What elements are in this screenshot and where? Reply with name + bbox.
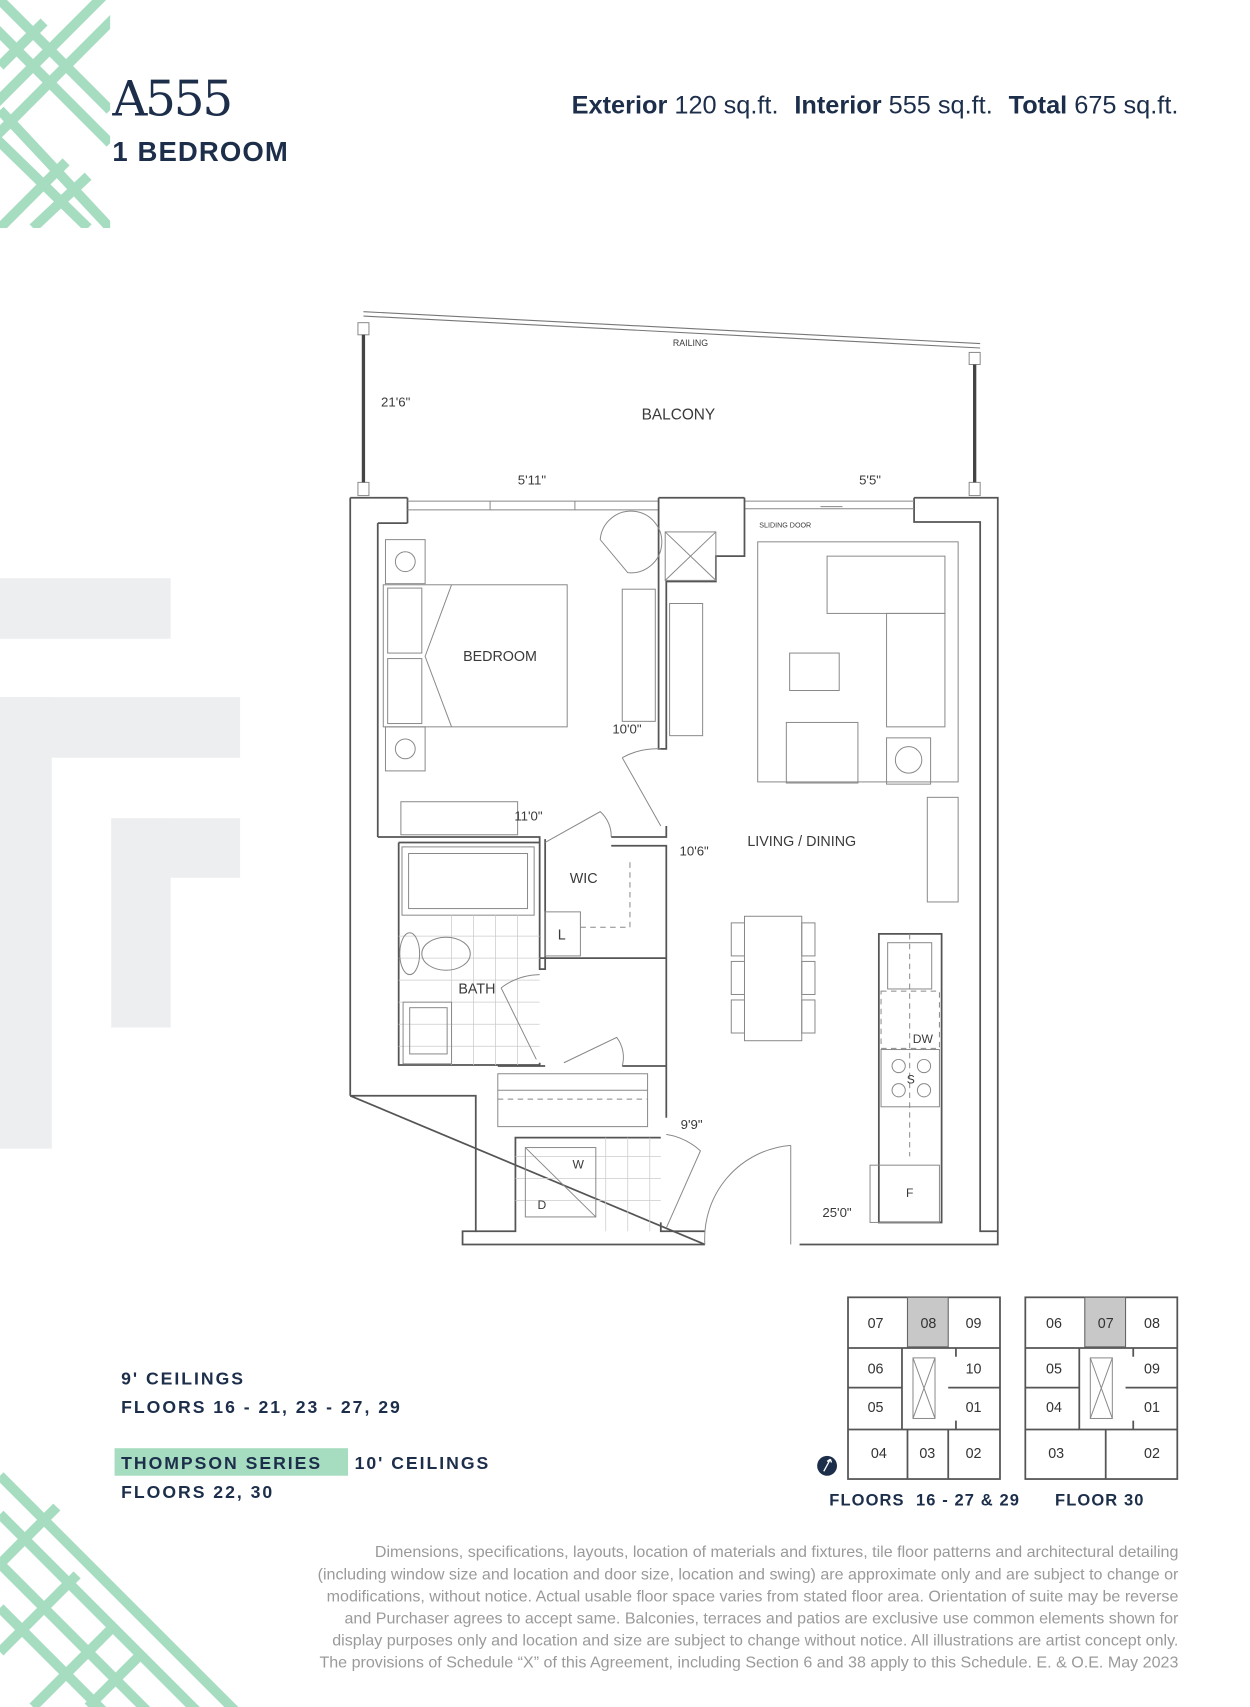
floor-plan: RAILING BALCONY 21'6" 5'11" 5'5" SLIDING…	[349, 311, 999, 1246]
unit-05: 05	[1046, 1361, 1062, 1377]
series-badge-bg	[114, 1448, 349, 1476]
railing-label: RAILING	[673, 338, 708, 348]
decorative-grey-blocks	[0, 578, 241, 1149]
bedroom-door	[621, 748, 662, 827]
area-summary: Exterior 120 sq.ft. Interior 555 sq.ft. …	[572, 91, 1179, 119]
unit-10: 10	[966, 1361, 982, 1377]
compass-north-icon	[817, 1455, 837, 1476]
unit-04: 04	[1046, 1400, 1062, 1416]
dim-living-width2: 10'6"	[680, 844, 710, 859]
disclaimer: Dimensions, specifications, layouts, loc…	[318, 1543, 1179, 1671]
interior-label: Interior	[794, 91, 881, 119]
unit-02: 02	[1144, 1446, 1160, 1462]
balcony-label: BALCONY	[642, 407, 716, 424]
decorative-stripes-top	[0, 0, 111, 228]
sliding-door	[744, 500, 915, 510]
unit-06: 06	[1046, 1316, 1062, 1332]
disclaimer-line: and Purchaser agrees to accept same. Bal…	[344, 1609, 1179, 1627]
disclaimer-line: Dimensions, specifications, layouts, loc…	[375, 1543, 1179, 1561]
storage-door	[563, 1036, 624, 1067]
exterior-value: 120 sq.ft.	[674, 91, 778, 119]
laundry	[515, 1137, 661, 1232]
dim-bedroom-length: 11'0"	[514, 808, 543, 823]
dim-balcony-depth: 21'6"	[381, 394, 411, 409]
series-ceiling: 10' CEILINGS	[355, 1453, 491, 1473]
unit-07: 07	[868, 1316, 884, 1332]
washer-label: W	[572, 1157, 584, 1171]
decorative-stripes-bottom	[0, 1472, 246, 1707]
model-name: A555	[111, 72, 231, 128]
dryer-label: D	[537, 1198, 546, 1212]
stove-label: S	[907, 1073, 915, 1087]
fridge-label: F	[906, 1186, 913, 1200]
unit-03: 03	[919, 1446, 935, 1462]
bath-door	[500, 974, 540, 1060]
dim-living-width: 5'5"	[859, 473, 881, 488]
unit-03: 03	[1048, 1446, 1064, 1462]
entry-door	[704, 1144, 792, 1245]
sliding-door-label: SLIDING DOOR	[759, 522, 811, 530]
unit-08: 08	[1144, 1316, 1160, 1332]
exterior-wall	[349, 496, 999, 1246]
keyplan-caption: FLOORS 16 - 27 & 29	[829, 1491, 1020, 1509]
bathroom-fixtures	[398, 846, 540, 1065]
disclaimer-line: (including window size and location and …	[318, 1565, 1179, 1583]
keyplan-floor-30: 06 07 08 05 09 04 01 03 02 FLOOR 30	[1024, 1296, 1179, 1509]
series-floors: FLOORS 22, 30	[121, 1482, 274, 1502]
unit-09: 09	[1144, 1361, 1160, 1377]
interior-walls	[377, 497, 943, 1233]
living-dining-label: LIVING / DINING	[747, 834, 856, 850]
dim-bedroom-depth: 10'0"	[612, 721, 642, 736]
dim-bedroom-width: 5'11"	[518, 473, 547, 488]
living-furniture	[669, 541, 959, 1042]
disclaimer-line: The provisions of Schedule “X” of this A…	[319, 1653, 1178, 1671]
ceiling-specs: 9' CEILINGS FLOORS 16 - 21, 23 - 27, 29 …	[114, 1368, 491, 1502]
wic-label: WIC	[570, 871, 598, 887]
shaft	[664, 531, 717, 581]
standard-floors: FLOORS 16 - 21, 23 - 27, 29	[121, 1397, 402, 1417]
keyplan-floors-16-29: 07 08 09 06 10 05 01 04 03 02 FLOORS 16 …	[829, 1296, 1020, 1509]
exterior-label: Exterior	[572, 91, 668, 119]
unit-06: 06	[868, 1361, 884, 1377]
interior-value: 555 sq.ft.	[889, 91, 993, 119]
wic-door	[544, 811, 612, 843]
disclaimer-line: display purposes only and location and s…	[332, 1631, 1178, 1649]
unit-01: 01	[966, 1400, 982, 1416]
unit-07-highlighted: 07	[1098, 1316, 1114, 1332]
dishwasher-label: DW	[913, 1032, 934, 1046]
window-bedroom	[407, 500, 659, 511]
standard-ceiling: 9' CEILINGS	[121, 1368, 245, 1388]
bedroom-furniture	[382, 510, 663, 836]
keyplan-caption: FLOOR 30	[1055, 1491, 1144, 1509]
linen-label: L	[558, 927, 566, 943]
unit-08-highlighted: 08	[920, 1316, 936, 1332]
laundry-door	[665, 1133, 702, 1229]
unit-09: 09	[966, 1316, 982, 1332]
bedroom-label: BEDROOM	[463, 649, 537, 665]
unit-type: 1 BEDROOM	[112, 136, 289, 167]
disclaimer-line: modifications, without notice. Actual us…	[327, 1587, 1179, 1605]
linen-closet	[544, 911, 581, 957]
unit-01: 01	[1144, 1400, 1160, 1416]
unit-05: 05	[868, 1400, 884, 1416]
balcony: RAILING BALCONY 21'6" 5'11" 5'5"	[357, 311, 981, 497]
kitchen	[869, 933, 940, 1223]
series-badge: THOMPSON SERIES	[121, 1453, 322, 1473]
total-value: 675 sq.ft.	[1074, 91, 1178, 119]
bath-label: BATH	[458, 981, 495, 997]
unit-04: 04	[871, 1446, 887, 1462]
unit-02: 02	[966, 1446, 982, 1462]
dim-foyer: 9'9"	[681, 1117, 703, 1132]
dim-living-length: 25'0"	[822, 1205, 852, 1220]
total-label: Total	[1009, 91, 1068, 119]
